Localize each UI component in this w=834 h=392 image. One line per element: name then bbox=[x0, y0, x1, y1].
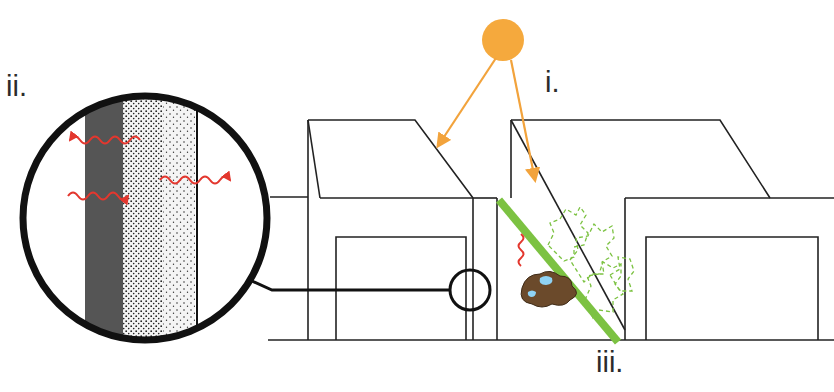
heat-arrow bbox=[68, 137, 230, 200]
callout-label: ii. bbox=[6, 72, 27, 101]
zoom-lens bbox=[23, 96, 267, 340]
callout-label: i. bbox=[545, 68, 560, 97]
planting-strip bbox=[499, 200, 618, 342]
sun-ray bbox=[438, 58, 496, 146]
building-outline bbox=[268, 120, 834, 340]
sun-ray bbox=[511, 60, 535, 180]
zoom-leader bbox=[232, 272, 450, 290]
sun bbox=[482, 19, 524, 61]
callout-label: iii. bbox=[596, 348, 623, 377]
heat-wave bbox=[519, 234, 524, 266]
zoom-circle bbox=[450, 270, 490, 310]
soil-rock bbox=[521, 271, 576, 307]
wall-section bbox=[20, 90, 280, 350]
